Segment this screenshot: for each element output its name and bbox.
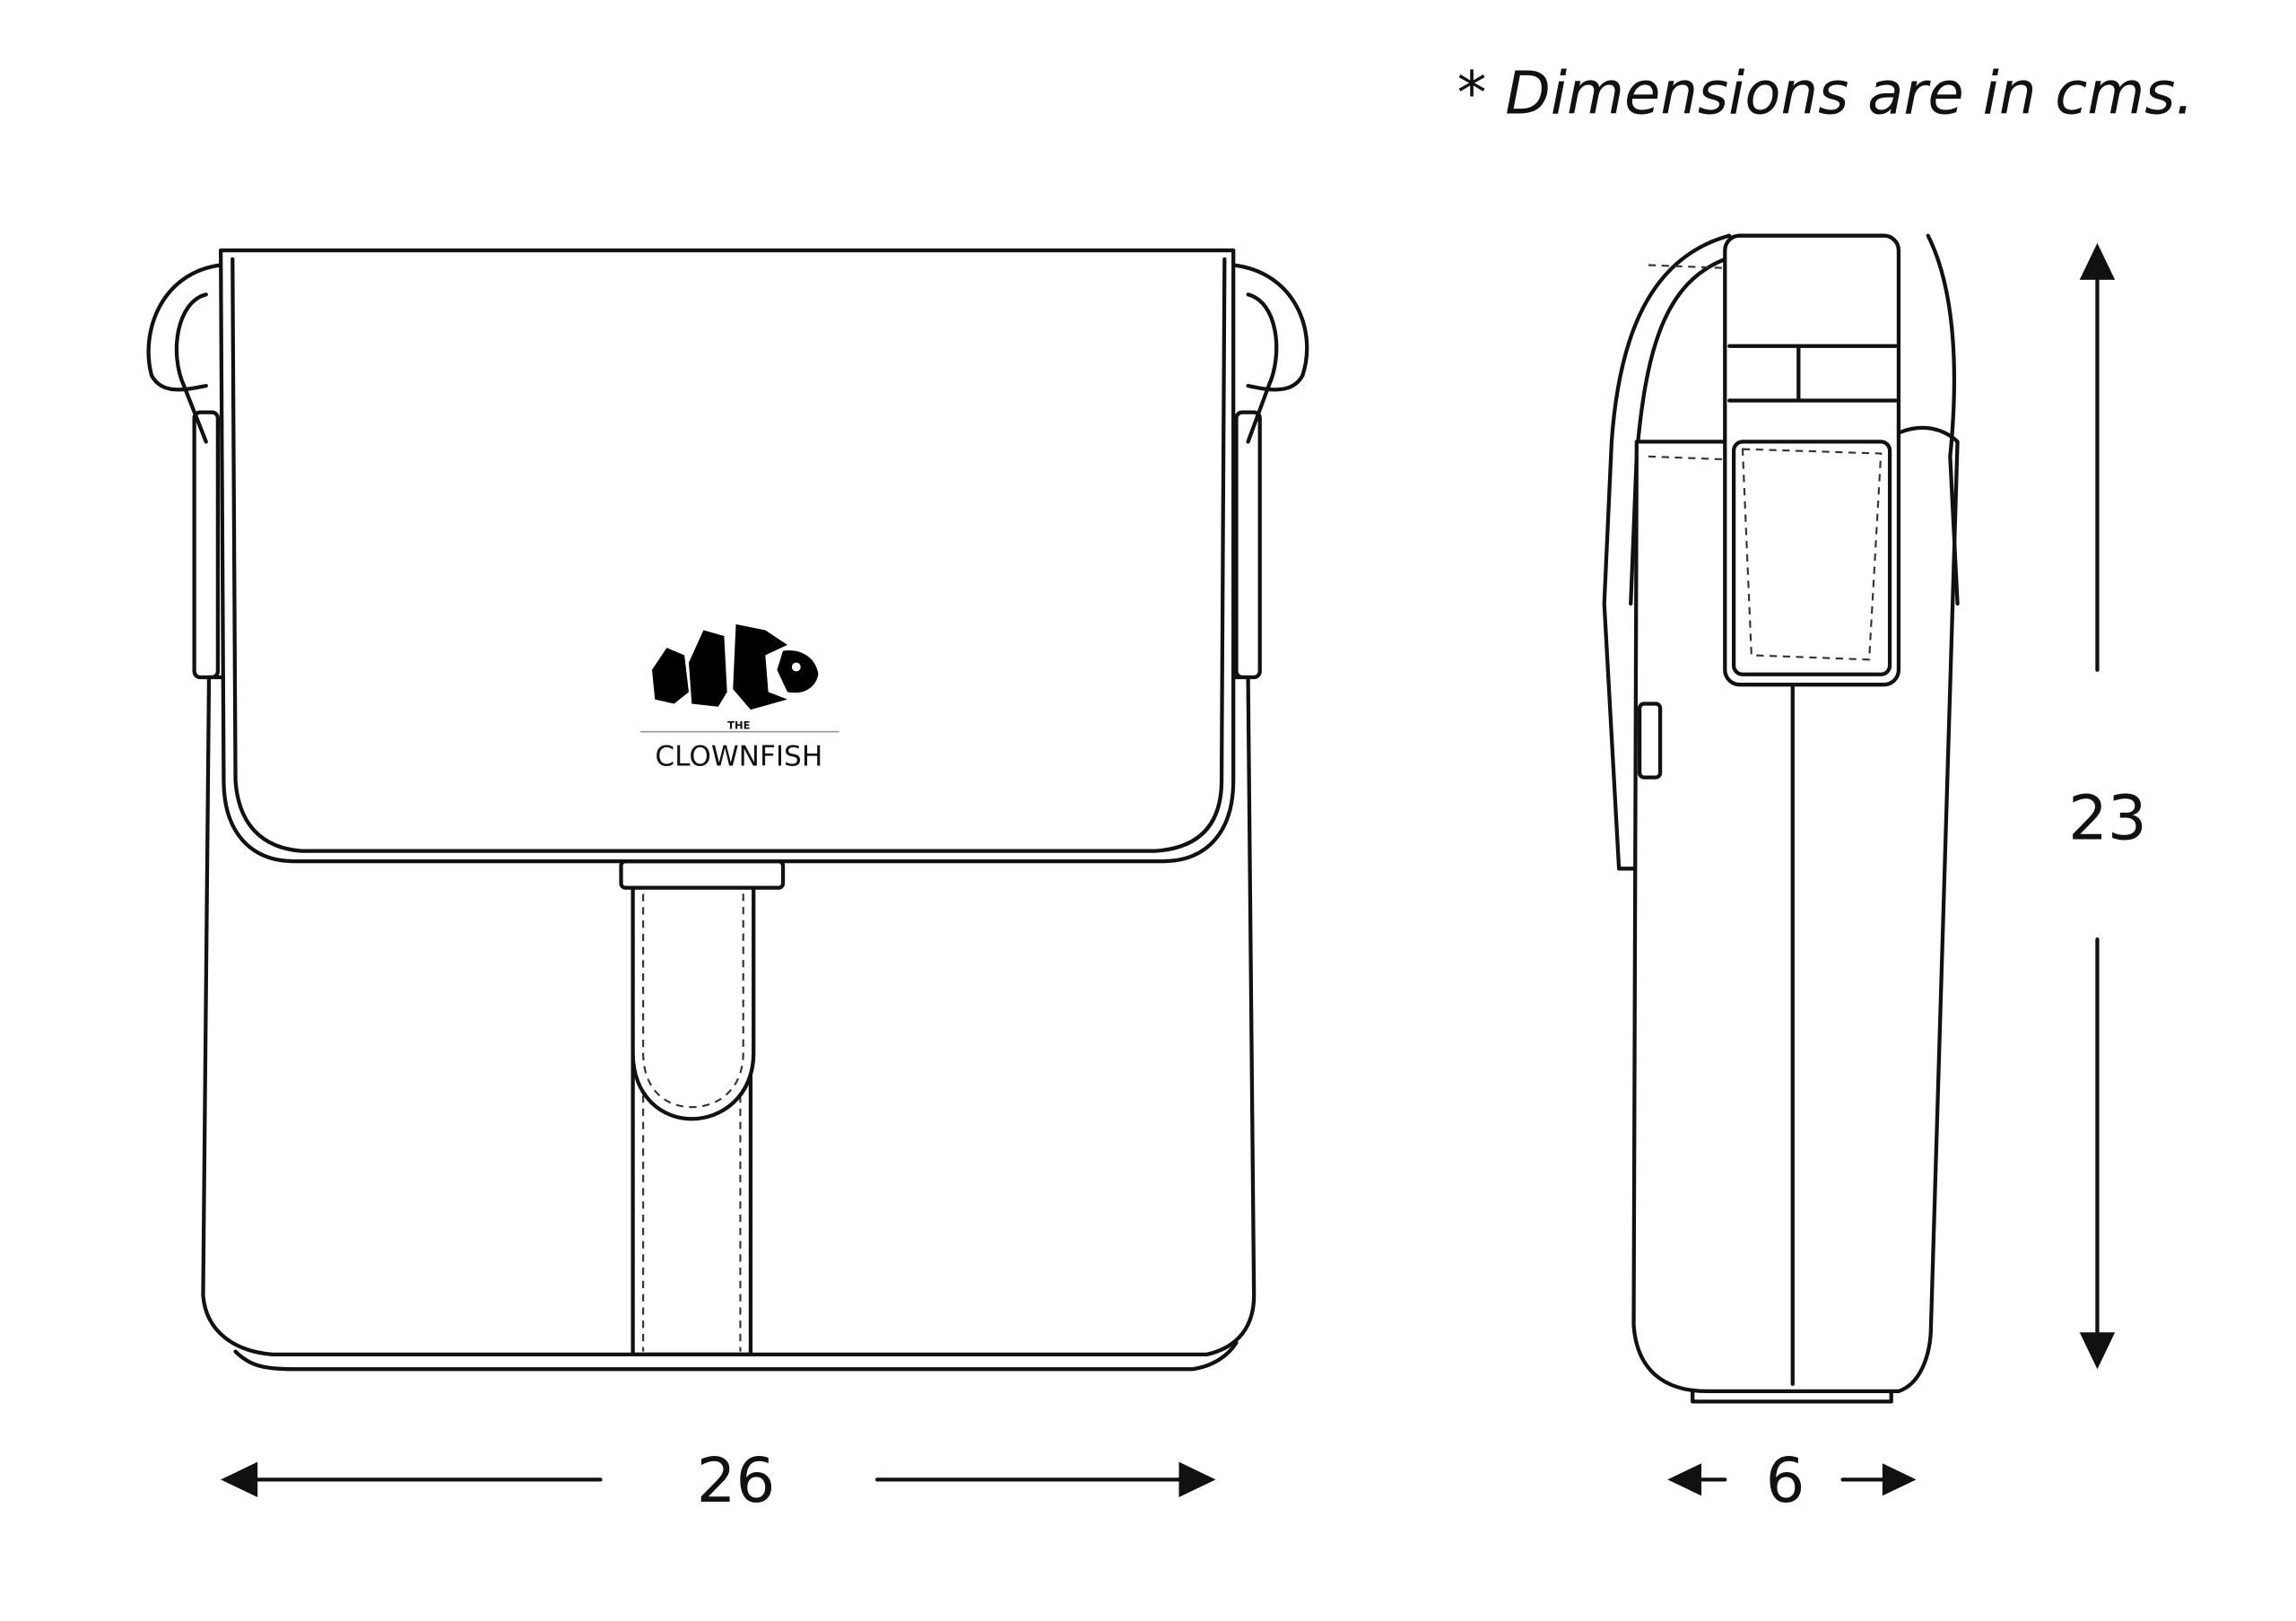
arrow-down-icon (2079, 1332, 2116, 1370)
width-dimension: 26 (221, 1445, 1216, 1517)
logo-the: THE (727, 719, 750, 731)
arrow-left-icon (1667, 1463, 1702, 1496)
front-view: THE CLOWNFISH (146, 248, 1309, 1372)
arrow-up-icon (2079, 242, 2116, 280)
depth-dimension: 6 (1667, 1445, 1917, 1517)
arrow-right-icon (1882, 1463, 1917, 1496)
arrow-left-icon (221, 1461, 258, 1498)
side-view (1602, 233, 1960, 1404)
height-label: 23 (2068, 783, 2147, 855)
dimensions-note: * Dimensions are in cms. (1457, 59, 2195, 127)
depth-label: 6 (1766, 1445, 1805, 1517)
clownfish-logo: THE CLOWNFISH (639, 623, 839, 772)
height-dimension: 23 (2068, 242, 2147, 1370)
arrow-right-icon (1178, 1461, 1216, 1498)
logo-name: CLOWNFISH (655, 740, 822, 772)
width-label: 26 (697, 1445, 776, 1517)
